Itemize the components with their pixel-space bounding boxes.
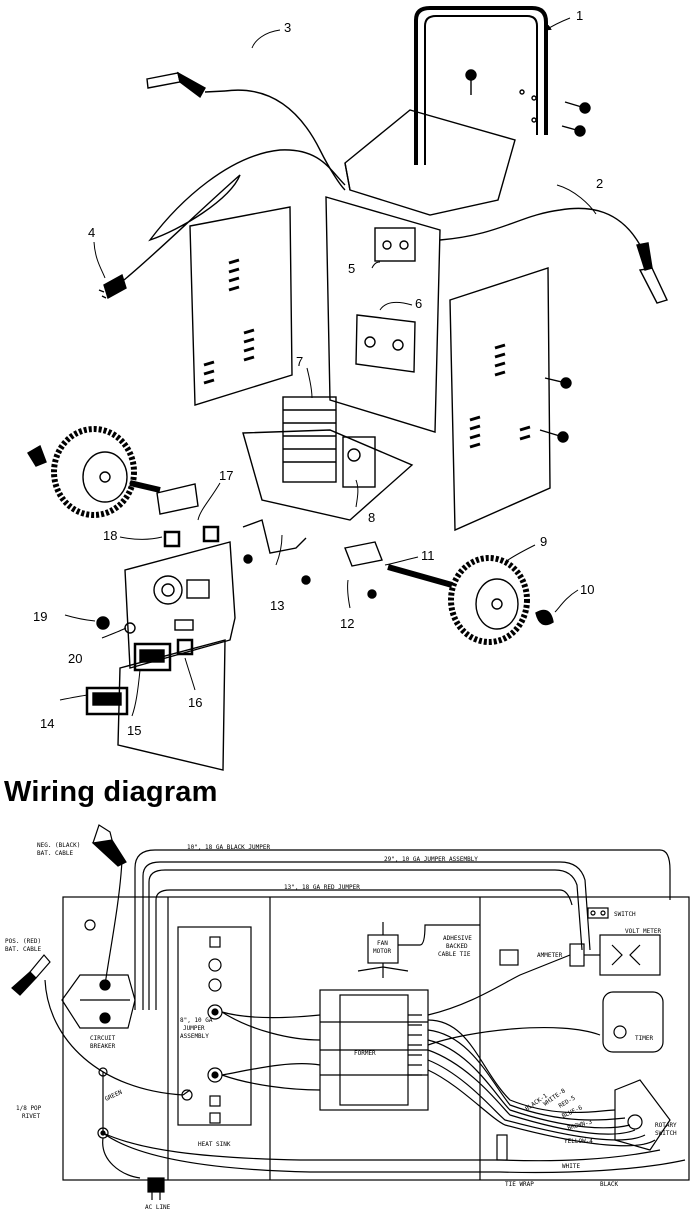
label-adhesive-1: ADHESIVE	[443, 935, 472, 942]
label-adhesive-3: CABLE TIE	[438, 951, 471, 958]
label-rotary-1: ROTARY	[655, 1122, 677, 1129]
callout-18: 18	[103, 528, 117, 543]
label-motor: MOTOR	[373, 948, 391, 955]
callout-16: 16	[188, 695, 202, 710]
label-adhesive-2: BACKED	[446, 943, 468, 950]
positive-clamp-exploded	[636, 242, 668, 304]
callout-10: 10	[580, 582, 594, 597]
positive-cable-exploded	[439, 207, 641, 246]
callout-2: 2	[596, 176, 603, 191]
callout-19: 19	[33, 609, 47, 624]
label-ac-line: AC LINE	[145, 1204, 171, 1211]
callout-6: 6	[415, 296, 422, 311]
label-tie-wrap: TIE WRAP	[505, 1181, 534, 1188]
left-side-panel	[189, 206, 293, 406]
label-black: BLACK	[600, 1181, 618, 1188]
black-wire	[102, 1132, 686, 1174]
rotary-switch	[614, 1079, 671, 1151]
ac-cord-exploded	[123, 149, 346, 281]
label-rotary-2: SWITCH	[655, 1130, 677, 1137]
callout-9: 9	[540, 534, 547, 549]
label-white: WHITE	[562, 1163, 580, 1170]
label-pop-rivet-1: 1/8 POP	[16, 1105, 42, 1112]
label-green: GREEN	[104, 1089, 124, 1103]
left-hubcap	[27, 444, 47, 467]
exploded-view	[27, 6, 668, 771]
label-pos-cable: POS. (RED)	[5, 938, 41, 945]
label-brown-3: BROWN-3	[567, 1119, 594, 1132]
control-panel	[96, 541, 236, 771]
label-switch: SWITCH	[614, 911, 636, 918]
right-side-panel	[449, 267, 551, 532]
callout-1: 1	[576, 8, 583, 23]
label-jumper-small-3: ASSEMBLY	[180, 1033, 209, 1040]
label-red-jumper: 13", 18 GA RED JUMPER	[284, 884, 360, 891]
label-neg-cable-2: BAT. CABLE	[37, 850, 74, 857]
callout-7: 7	[296, 354, 303, 369]
front-panel	[325, 196, 441, 433]
timer	[602, 991, 664, 1053]
label-transformer: FORMER	[354, 1050, 376, 1057]
label-timer: TIMER	[635, 1035, 653, 1042]
wiring-diagram	[11, 824, 690, 1200]
label-black-jumper: 10", 18 GA BLACK JUMPER	[187, 844, 270, 851]
callout-11: 11	[421, 548, 435, 563]
circuit-breaker	[61, 974, 136, 1029]
callout-3: 3	[284, 20, 291, 35]
callout-leaders	[59, 17, 597, 717]
switch	[587, 907, 609, 919]
callout-14: 14	[40, 716, 54, 731]
label-volt-meter: VOLT METER	[625, 928, 662, 935]
handle	[414, 6, 548, 165]
meters	[85, 525, 220, 716]
label-jumper-small-2: JUMPER	[183, 1025, 205, 1032]
right-hubcap	[535, 609, 554, 626]
floor-bolts	[243, 554, 377, 599]
label-jumper-small-1: 8", 10 GA	[180, 1017, 213, 1024]
label-neg-cable: NEG. (BLACK)	[37, 842, 80, 849]
left-wheel	[51, 426, 161, 518]
callout-15: 15	[127, 723, 141, 738]
pos-cable-wire	[44, 979, 184, 1096]
callout-20: 20	[68, 651, 82, 666]
callout-13: 13	[270, 598, 284, 613]
label-heat-sink: HEAT SINK	[198, 1141, 231, 1148]
pos-clamp	[11, 954, 51, 996]
label-pop-rivet-2: RIVET	[22, 1113, 40, 1120]
axle-bracket-left	[156, 483, 199, 515]
jumper-assembly-wire	[142, 861, 591, 1010]
callout-5: 5	[348, 261, 355, 276]
base-assembly	[242, 396, 414, 521]
top-cover	[344, 109, 516, 216]
right-wheel	[387, 555, 530, 645]
label-circuit-1: CIRCUIT	[90, 1035, 116, 1042]
neg-cable-wire	[104, 859, 123, 986]
callout-numbers: 1 2 3 4 5 6 7 8 9 10 11 12 13 14 15 16 1…	[33, 8, 603, 738]
negative-clamp-exploded	[146, 71, 226, 99]
callout-17: 17	[219, 468, 233, 483]
red-jumper-wire	[155, 889, 573, 1010]
label-circuit-2: BREAKER	[90, 1043, 116, 1050]
label-yellow-4: YELLOW-4	[564, 1138, 593, 1145]
ac-plug-exploded	[98, 273, 127, 300]
label-jumper-assembly: 29", 10 GA JUMPER ASSEMBLY	[384, 856, 478, 863]
neg-clamp	[91, 824, 127, 867]
label-fan: FAN	[377, 940, 388, 947]
black-jumper-wire	[134, 849, 671, 1010]
axle-bracket-right	[344, 541, 383, 567]
handle-bolts	[465, 69, 591, 137]
negative-cable-exploded	[224, 89, 346, 191]
label-ammeter: AMMETER	[537, 952, 563, 959]
callout-8: 8	[368, 510, 375, 525]
ac-plug	[147, 1177, 165, 1193]
label-pos-cable-2: BAT. CABLE	[5, 946, 42, 953]
side-bolts	[539, 377, 572, 443]
white-wire	[102, 1132, 661, 1162]
chassis-outline	[62, 896, 690, 1181]
callout-12: 12	[340, 616, 354, 631]
bracket	[242, 519, 307, 554]
callout-4: 4	[88, 225, 95, 240]
wiring-diagram-heading: Wiring diagram	[4, 776, 218, 808]
